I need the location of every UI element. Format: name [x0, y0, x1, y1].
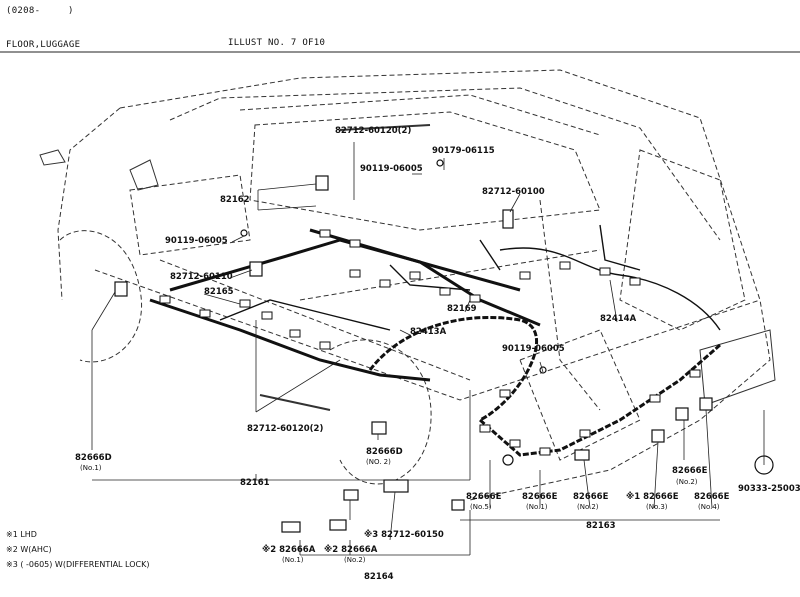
part-label-82666d-no2: 82666D: [366, 447, 403, 457]
part-label-82666d-no1: 82666D: [75, 453, 112, 463]
part-icons: [114, 159, 774, 533]
part-sub-82666e-no1: (No.1): [526, 503, 548, 511]
doc-code-tail: ): [68, 6, 74, 16]
part-label-82712-60150: ※3 82712-60150: [364, 530, 444, 540]
vehicle-body-outline: [57, 69, 771, 501]
part-label-82712-60110: 82712-60110: [170, 272, 233, 282]
part-label-82162: 82162: [220, 195, 250, 205]
part-label-82161: 82161: [240, 478, 270, 488]
wire-harness-main: [149, 228, 541, 382]
part-label-82712-60120-top: 82712-60120(2): [335, 126, 412, 136]
note-3: ※3 ( -0605) W(DIFFERENTIAL LOCK): [6, 560, 150, 569]
part-label-82414a: 82414A: [600, 314, 637, 324]
section-title: FLOOR,LUGGAGE: [6, 40, 81, 50]
part-label-82666e-no3: ※1 82666E: [626, 492, 679, 502]
part-label-82666e-no1: 82666E: [522, 492, 558, 502]
wire-harness-branch: [219, 224, 721, 331]
part-sub-82666d-no2: (NO. 2): [366, 458, 391, 466]
part-sub-82666e-no4: (No.4): [698, 503, 720, 511]
part-label-82163: 82163: [586, 521, 616, 531]
part-sub-82666a-no1: (No.1): [282, 556, 304, 564]
note-2: ※2 W(AHC): [6, 545, 52, 554]
part-label-90333-25003: 90333-25003: [738, 484, 800, 494]
part-label-90119-06005-a: 90119-06005: [360, 164, 423, 174]
part-label-82712-60100: 82712-60100: [482, 187, 545, 197]
part-sub-82666a-no2: (No.2): [344, 556, 366, 564]
part-label-82666e-top: 82666E: [672, 466, 708, 476]
part-label-82666a-no1: ※2 82666A: [262, 545, 316, 555]
vehicle-solid-lines: [39, 124, 776, 411]
part-label-82413a: 82413A: [410, 327, 447, 337]
part-label-82666e-no5: 82666E: [466, 492, 502, 502]
illustration-number: ILLUST NO. 7 OF10: [228, 38, 326, 48]
part-label-90179-06115: 90179-06115: [432, 146, 495, 156]
note-1: ※1 LHD: [6, 530, 37, 539]
leader-lines: [91, 142, 765, 556]
part-sub-82666e-no5: (No.5): [470, 503, 492, 511]
wire-harness-rear: [368, 316, 721, 457]
part-label-82666e-no4: 82666E: [694, 492, 730, 502]
part-sub-82666d-no1: (No.1): [80, 464, 102, 472]
part-label-82169: 82169: [447, 304, 477, 314]
part-label-82165: 82165: [204, 287, 234, 297]
part-sub-82666e-top: (No.2): [676, 478, 698, 486]
part-label-90119-06005-c: 90119-06005: [502, 344, 565, 354]
part-label-82164: 82164: [364, 572, 394, 582]
part-label-82712-60120-bottom: 82712-60120(2): [247, 424, 324, 434]
connector-blocks: [159, 229, 701, 456]
part-sub-82666e-no2: (No.2): [577, 503, 599, 511]
part-label-82666a-no2: ※2 82666A: [324, 545, 378, 555]
part-label-82666e-no2: 82666E: [573, 492, 609, 502]
doc-code: (0208-: [6, 6, 41, 16]
part-sub-82666e-no3: (No.3): [646, 503, 668, 511]
part-label-90119-06005-b: 90119-06005: [165, 236, 228, 246]
